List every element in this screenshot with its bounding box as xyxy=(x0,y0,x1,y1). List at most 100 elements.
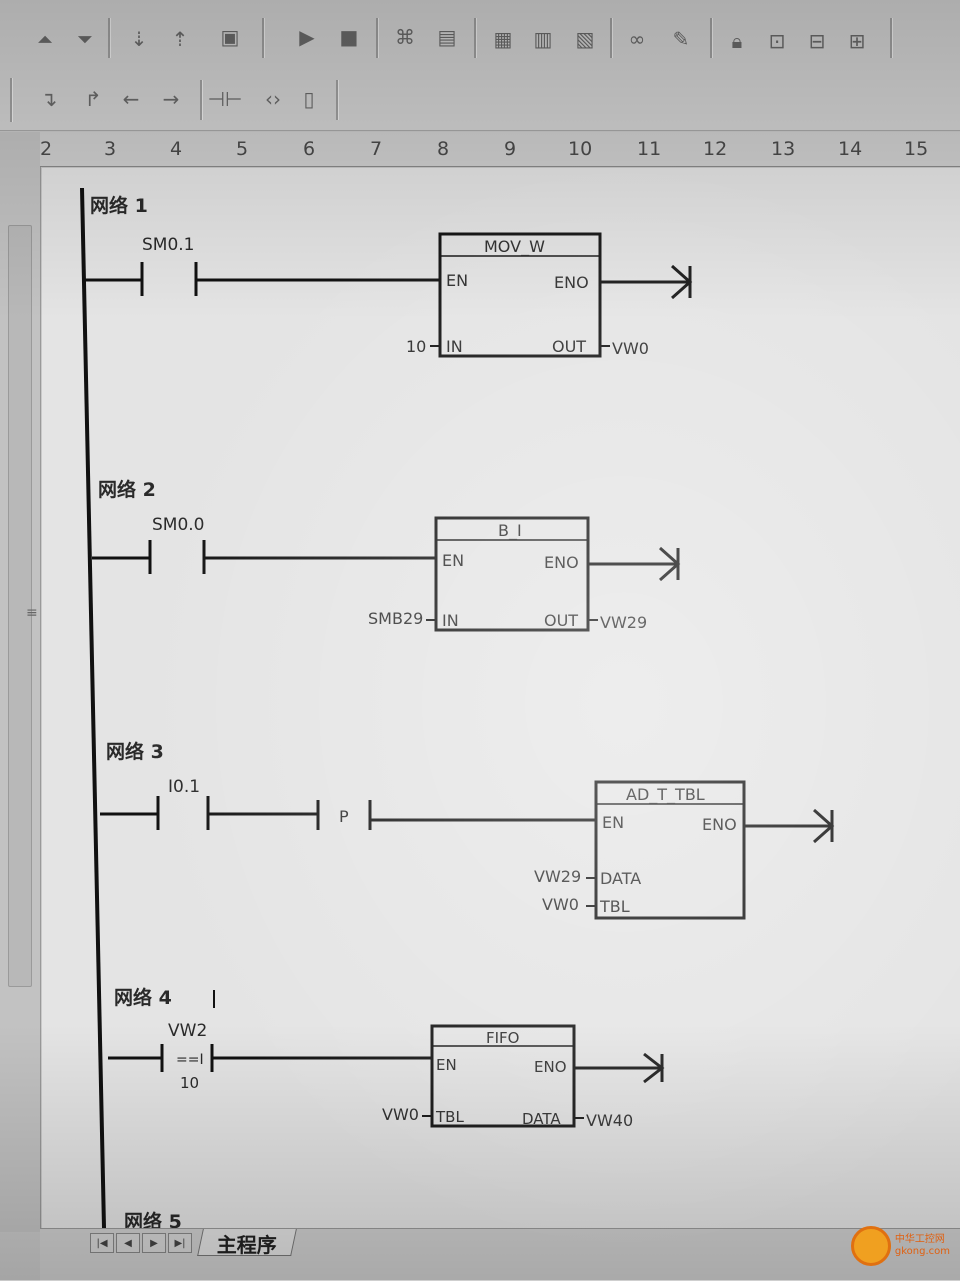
data-value: VW29 xyxy=(534,867,581,886)
network-title: 网络 3 xyxy=(106,740,164,763)
program-status-icon[interactable]: ⌘ xyxy=(395,25,415,49)
lock-icon[interactable]: 🔒︎ xyxy=(731,29,743,53)
toolbar-separator xyxy=(376,18,378,58)
upload-icon[interactable]: ⏶ xyxy=(37,27,53,51)
line-down-icon[interactable]: ↴ xyxy=(40,87,58,111)
box-icon[interactable]: ▯ xyxy=(303,87,315,111)
insert-icon[interactable]: ⇣ xyxy=(130,27,148,51)
network-title: 网络 2 xyxy=(98,478,156,501)
b-i-box xyxy=(434,516,590,632)
unlock-icon[interactable]: ⊟ xyxy=(808,29,826,53)
line-left-icon[interactable]: ← xyxy=(122,87,140,111)
box-name: AD_T_TBL xyxy=(626,785,705,805)
toolbar-separator xyxy=(108,18,110,58)
pin-data: DATA xyxy=(600,869,641,888)
watermark-line2: gkong.com xyxy=(894,1246,950,1257)
ruler-number: 10 xyxy=(568,138,593,160)
out-value: VW29 xyxy=(600,613,647,632)
lock-icon[interactable]: ⊡ xyxy=(768,29,786,53)
first-tab-icon[interactable]: |◀ xyxy=(90,1233,114,1253)
line-right-icon[interactable]: → xyxy=(162,87,180,111)
run-icon[interactable]: ▶ xyxy=(299,25,315,49)
ladder-editor[interactable]: 网络 1 SM0.1 MOV_W EN ENO IN OUT 10 VW0 网络… xyxy=(42,168,960,1228)
out-value: VW0 xyxy=(612,339,649,358)
document-icon[interactable]: ▣ xyxy=(220,25,240,49)
toolbar-separator xyxy=(262,18,264,58)
pin-en: EN xyxy=(446,271,468,290)
pin-en: EN xyxy=(602,813,624,832)
pin-en: EN xyxy=(436,1056,457,1074)
contact-icon[interactable]: ⊣⊢ xyxy=(207,87,243,111)
lock-all-icon[interactable]: ⊞ xyxy=(848,29,866,53)
pin-tbl: TBL xyxy=(435,1108,464,1126)
download-icon[interactable]: ⏷ xyxy=(77,27,93,51)
pin-eno: ENO xyxy=(534,1058,567,1076)
tab-label: 主程序 xyxy=(216,1233,277,1257)
gear-icon xyxy=(850,1226,891,1266)
contact-label: SM0.1 xyxy=(142,235,195,255)
mov-w-box xyxy=(438,232,602,358)
toolbar-separator xyxy=(200,80,202,120)
sheet-tab-bar: |◀ ◀ ▶ ▶| 主程序 xyxy=(40,1228,960,1281)
network-title: 网络 4 xyxy=(114,986,172,1009)
box-name: MOV_W xyxy=(484,237,545,257)
ad-t-tbl-box xyxy=(594,780,746,920)
box-name: FIFO xyxy=(486,1029,520,1047)
ruler-number: 14 xyxy=(838,138,863,160)
ruler-number: 3 xyxy=(104,138,117,160)
network-title: 网络 1 xyxy=(90,194,148,217)
glasses-icon[interactable]: ∞ xyxy=(628,27,646,51)
contact-label: SM0.0 xyxy=(152,515,205,535)
table-icon[interactable]: ▥ xyxy=(533,27,553,51)
watermark-text: 中华工控网 gkong.com xyxy=(895,1234,950,1258)
stop-icon[interactable]: ■ xyxy=(339,25,359,49)
pin-eno: ENO xyxy=(702,815,737,834)
edge-label: P xyxy=(339,807,349,826)
instruction-toolbar: ↴ ↱ ← → ⊣⊢ ‹› ▯ xyxy=(0,70,960,131)
ruler-number: 5 xyxy=(236,138,249,160)
ladder-diagram: 网络 1 SM0.1 MOV_W EN ENO IN OUT 10 VW0 网络… xyxy=(80,187,835,1228)
main-toolbar: ⏶ ⏷ ⇣ ⇡ ▣ ▶ ■ ⌘ ▤ ▦ ▥ ▧ ∞ ✎ 🔒︎ ⊡ ⊟ ⊞ xyxy=(0,0,960,71)
network-title: 网络 5 xyxy=(124,1210,182,1228)
pin-in: IN xyxy=(446,337,463,356)
force-icon[interactable]: ▧ xyxy=(575,27,595,51)
line-up-icon[interactable]: ↱ xyxy=(84,87,102,111)
box-name: B_I xyxy=(498,521,522,541)
pin-data: DATA xyxy=(522,1110,561,1128)
in-value: SMB29 xyxy=(368,609,423,628)
pin-en: EN xyxy=(442,551,464,570)
ruler-number: 2 xyxy=(40,138,53,160)
toolbar-separator xyxy=(336,80,338,120)
pin-eno: ENO xyxy=(544,553,579,572)
pin-out: OUT xyxy=(552,337,586,356)
toolbar-separator xyxy=(610,18,612,58)
coil-icon[interactable]: ‹› xyxy=(265,87,281,111)
last-tab-icon[interactable]: ▶| xyxy=(168,1233,192,1253)
next-tab-icon[interactable]: ▶ xyxy=(142,1233,166,1253)
tab-main-program[interactable]: 主程序 xyxy=(197,1229,297,1257)
tbl-value: VW0 xyxy=(542,895,579,914)
compare-operand1: VW2 xyxy=(168,1021,207,1041)
ruler-number: 15 xyxy=(904,138,929,160)
pin-out: OUT xyxy=(544,611,578,630)
toolbar-separator xyxy=(710,18,712,58)
watermark-line1: 中华工控网 xyxy=(894,1234,945,1245)
toolbar-grip xyxy=(10,78,12,122)
compare-operand2: 10 xyxy=(180,1074,199,1092)
chart-status-icon[interactable]: ▦ xyxy=(493,27,513,51)
fifo-box xyxy=(430,1024,576,1128)
pin-in: IN xyxy=(442,611,459,630)
ruler-number: 11 xyxy=(637,138,662,160)
delete-icon[interactable]: ⇡ xyxy=(171,27,189,51)
ruler-number: 8 xyxy=(437,138,450,160)
toolbar-separator xyxy=(474,18,476,58)
trend-icon[interactable]: ▤ xyxy=(437,25,457,49)
pin-eno: ENO xyxy=(554,273,589,292)
column-ruler: 2 3 4 5 6 7 8 9 10 11 12 13 14 15 xyxy=(40,132,960,167)
watermark-logo: 中华工控网 gkong.com xyxy=(850,1226,950,1266)
vertical-scrollbar[interactable] xyxy=(8,225,32,987)
prev-tab-icon[interactable]: ◀ xyxy=(116,1233,140,1253)
data-value: VW40 xyxy=(586,1111,633,1130)
pen-icon[interactable]: ✎ xyxy=(672,27,690,51)
splitter-grip-icon[interactable]: ≡ xyxy=(26,605,38,621)
